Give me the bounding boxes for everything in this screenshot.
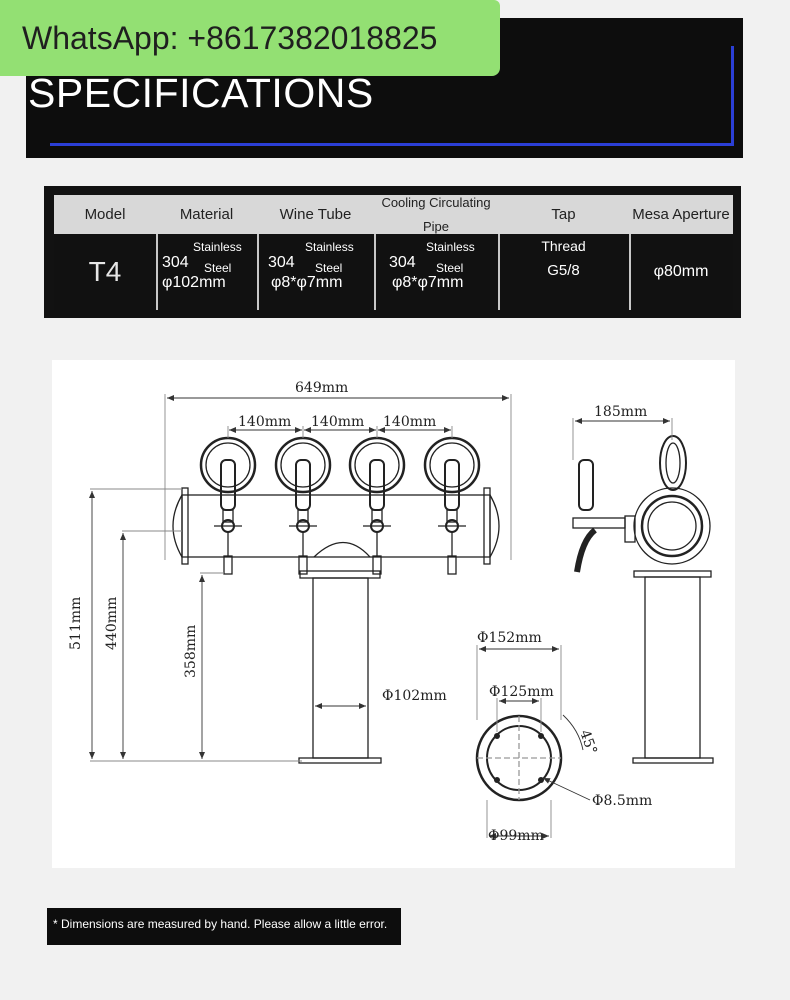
cell-wine-tube-grade: 304 xyxy=(268,254,295,271)
dim-hole-leader xyxy=(542,777,591,801)
label-spacing-2: 140mm xyxy=(311,414,364,430)
cell-material-stainless: Stainless xyxy=(193,240,242,254)
column-divider xyxy=(257,234,259,310)
left-end-cap xyxy=(172,494,183,558)
footnote-text: * Dimensions are measured by hand. Pleas… xyxy=(53,917,388,931)
drawing-svg: 649mm 140mm 140mm 140mm 185mm 511mm 440m… xyxy=(68,380,714,844)
base-bolt-holes xyxy=(494,733,544,783)
side-medallion xyxy=(659,435,687,491)
column-saddle xyxy=(313,542,371,558)
spec-header-row xyxy=(54,195,733,234)
label-base-outer: Φ152mm xyxy=(477,630,542,646)
cell-cooling-steel: Steel xyxy=(436,261,464,275)
label-hole-dia: Φ8.5mm xyxy=(592,793,652,809)
label-spacing-3: 140mm xyxy=(383,414,436,430)
label-base-bolt: Φ125mm xyxy=(489,684,554,700)
cell-material-size: φ102mm xyxy=(162,274,226,291)
header-wine-tube: Wine Tube xyxy=(279,205,352,223)
header-cooling-pipe: Cooling Circulating Pipe xyxy=(374,193,498,237)
column-top-flange xyxy=(299,570,381,579)
cell-material-steel: Steel xyxy=(204,261,232,275)
cell-wine-tube-stainless: Stainless xyxy=(305,240,354,254)
cell-tap-size: G5/8 xyxy=(547,262,580,279)
side-tube-flange xyxy=(640,494,704,558)
medallion-3 xyxy=(348,436,406,494)
medallion-4 xyxy=(423,436,481,494)
label-overall-width: 649mm xyxy=(295,380,348,396)
medallion-1 xyxy=(199,436,257,494)
header-mesa-aperture: Mesa Aperture xyxy=(632,205,730,223)
cell-wine-tube-steel: Steel xyxy=(315,261,343,275)
side-tap xyxy=(572,459,636,573)
cell-mesa-aperture: φ80mm xyxy=(653,263,709,280)
side-top-flange xyxy=(633,570,712,578)
tap-handle-1 xyxy=(214,459,242,575)
left-flange xyxy=(181,487,189,565)
header-material: Material xyxy=(179,205,234,223)
label-height-tap: 358mm xyxy=(183,625,199,678)
header-tap: Tap xyxy=(551,205,576,223)
header-model: Model xyxy=(84,205,126,223)
tap-handle-4 xyxy=(438,459,466,575)
whatsapp-label: WhatsApp: +8617382018825 xyxy=(22,20,438,56)
label-side-depth: 185mm xyxy=(594,404,647,420)
cell-model: T4 xyxy=(88,256,122,287)
side-tube-inner xyxy=(647,501,697,551)
footnote-panel: * Dimensions are measured by hand. Pleas… xyxy=(47,908,401,945)
cell-cooling-grade: 304 xyxy=(389,254,416,271)
label-base-inner: Φ99mm xyxy=(488,828,544,844)
header-accent-frame xyxy=(50,46,734,146)
label-spacing-1: 140mm xyxy=(238,414,291,430)
spec-data-row xyxy=(54,234,733,310)
column-divider xyxy=(629,234,631,310)
cell-wine-tube-size: φ8*φ7mm xyxy=(271,274,343,291)
page-title: SPECIFICATIONS xyxy=(28,70,374,116)
tap-handle-3 xyxy=(363,459,391,575)
front-base-plate xyxy=(298,757,382,764)
cell-cooling-stainless: Stainless xyxy=(426,240,475,254)
dim-angle-arc xyxy=(562,714,584,751)
label-column-dia: Φ102mm xyxy=(382,688,447,704)
spec-table: Model Material Wine Tube Cooling Circula… xyxy=(54,195,733,310)
technical-drawing: 649mm 140mm 140mm 140mm 185mm 511mm 440m… xyxy=(52,360,735,868)
label-height-total: 511mm xyxy=(68,597,84,650)
cell-cooling-size: φ8*φ7mm xyxy=(392,274,464,291)
right-flange xyxy=(483,487,491,565)
column-divider xyxy=(498,234,500,310)
column-divider xyxy=(374,234,376,310)
right-end-cap xyxy=(489,494,500,558)
label-height-bar: 440mm xyxy=(104,597,120,650)
cell-material-grade: 304 xyxy=(162,254,189,271)
side-tube-outer xyxy=(633,487,711,565)
cell-tap-thread: Thread xyxy=(541,238,586,254)
medallion-2 xyxy=(274,436,332,494)
whatsapp-badge[interactable]: WhatsApp: +8617382018825 xyxy=(0,0,500,76)
header-cooling-line1: Cooling Circulating xyxy=(381,195,491,210)
front-column xyxy=(312,577,369,759)
header-cooling-line2: Pipe xyxy=(422,219,450,234)
side-column xyxy=(644,576,701,759)
column-divider xyxy=(156,234,158,310)
tap-handle-2 xyxy=(289,459,317,575)
side-base-plate xyxy=(632,757,714,764)
label-angle: 45° xyxy=(576,728,600,757)
